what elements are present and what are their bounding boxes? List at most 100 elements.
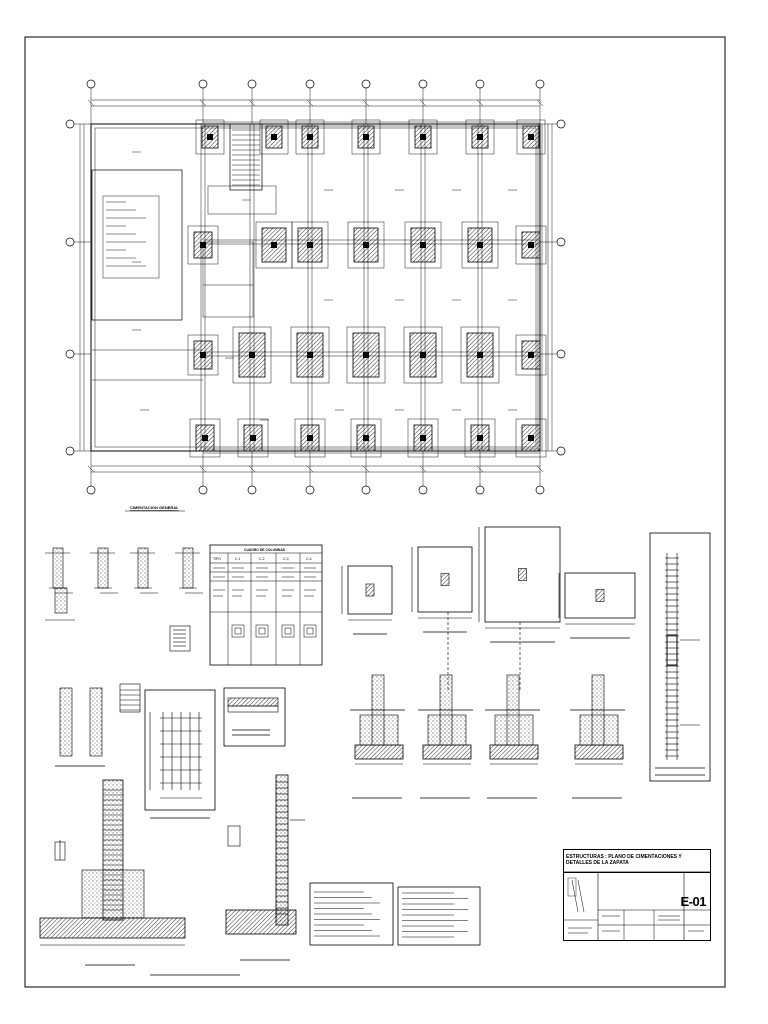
detail-column-tall — [54, 587, 68, 614]
dim-tick — [476, 465, 484, 473]
service-room — [202, 241, 254, 318]
column-section — [200, 242, 206, 248]
column-schedule: CUADRO DE COLUMNAS TIPO C-1 C-2 C-3 C-4 — [209, 544, 323, 666]
footing-section-details — [350, 674, 625, 799]
section-footing — [489, 744, 539, 760]
schedule-col-4: C-4 — [306, 557, 312, 561]
perimeter-wall — [90, 123, 541, 452]
axis-bubble — [65, 119, 75, 129]
axis-bubble — [418, 79, 428, 89]
axis-bubble — [418, 485, 428, 495]
column-section — [307, 242, 313, 248]
schedule-col-1: C-1 — [235, 557, 241, 561]
stair-landing — [207, 185, 277, 215]
footing-outline — [515, 334, 547, 376]
section-pedestal — [359, 714, 399, 746]
footing-plan — [564, 572, 636, 619]
axis-bubble — [556, 349, 566, 359]
footing-outline — [403, 326, 443, 384]
section-footing — [354, 744, 404, 760]
big-detail-box — [54, 841, 66, 861]
dim-tick — [536, 465, 544, 473]
section-footing — [422, 744, 472, 760]
column-section — [528, 435, 534, 441]
column-section — [307, 352, 313, 358]
axis-bubble — [361, 485, 371, 495]
schedule-col-2: C-2 — [259, 557, 265, 561]
column-section — [307, 134, 313, 140]
schedule-rebar — [258, 627, 266, 635]
footing-plan — [347, 565, 393, 615]
wall-schedule — [119, 683, 141, 713]
sheet-title: ESTRUCTURAS : PLANO DE CIMENTACIONES Y D… — [566, 854, 682, 866]
column-section — [477, 242, 483, 248]
axis-bubble — [86, 79, 96, 89]
footing-outline — [290, 326, 330, 384]
dim-tick — [362, 465, 370, 473]
detail-column — [182, 547, 194, 589]
axis-bubble — [198, 79, 208, 89]
schedule-col-3: C-3 — [283, 557, 289, 561]
axis-bubble — [361, 79, 371, 89]
wall-reinforcement-detail — [55, 683, 141, 767]
footing-outline — [465, 119, 495, 155]
footing-outline — [187, 334, 219, 376]
section-pedestal — [427, 714, 467, 746]
detail-column — [97, 547, 109, 589]
axis-bubble — [65, 237, 75, 247]
footing-plan — [484, 526, 561, 623]
section-pedestal — [579, 714, 619, 746]
column-section — [363, 242, 369, 248]
axis-bubble — [535, 79, 545, 89]
dim-tick — [87, 99, 95, 107]
column-section — [307, 435, 313, 441]
footing-outline — [351, 119, 381, 155]
detail-legend-box — [169, 625, 191, 652]
schedule-rebar — [284, 627, 292, 635]
column-section — [250, 435, 256, 441]
sheet-number: E-01 — [680, 894, 707, 909]
axis-bubble — [247, 485, 257, 495]
axis-bubble — [556, 119, 566, 129]
wall-column — [59, 687, 73, 757]
footing-plan-details — [341, 526, 636, 690]
axis-bubble — [556, 237, 566, 247]
foundation-plan — [65, 79, 566, 495]
title-block-header: ESTRUCTURAS : PLANO DE CIMENTACIONES Y D… — [564, 850, 710, 873]
column-section — [271, 134, 277, 140]
column-elevation-detail — [649, 532, 711, 782]
axis-bubble — [247, 79, 257, 89]
dim-tick — [476, 99, 484, 107]
column-section — [363, 352, 369, 358]
footing-outline — [259, 119, 289, 155]
legend-box — [102, 195, 160, 279]
footing-outline — [187, 225, 219, 265]
dim-tick — [419, 465, 427, 473]
footing-outline — [294, 418, 326, 458]
dim-tick — [536, 99, 544, 107]
axis-bubble — [198, 485, 208, 495]
column-section — [420, 352, 426, 358]
axis-bubble — [535, 485, 545, 495]
detail-column — [137, 547, 149, 589]
column-section — [528, 134, 534, 140]
big-pedestal — [81, 869, 145, 919]
column-section — [363, 134, 369, 140]
footing-outline — [515, 225, 547, 265]
footing-outline — [408, 119, 438, 155]
axis-bubble — [65, 349, 75, 359]
footing-outline — [464, 418, 496, 458]
column-section — [207, 134, 213, 140]
section-pedestal — [494, 714, 534, 746]
retaining-wall-stem — [275, 774, 289, 926]
footing-outline — [346, 326, 386, 384]
slab-section-detail — [223, 687, 286, 747]
footing-outline — [461, 221, 499, 269]
footing-plan — [417, 546, 473, 613]
footing-outline — [232, 326, 272, 384]
footing-outline — [347, 221, 385, 269]
column-section-details — [45, 547, 203, 652]
big-footing — [39, 917, 186, 939]
footing-outline — [350, 418, 382, 458]
